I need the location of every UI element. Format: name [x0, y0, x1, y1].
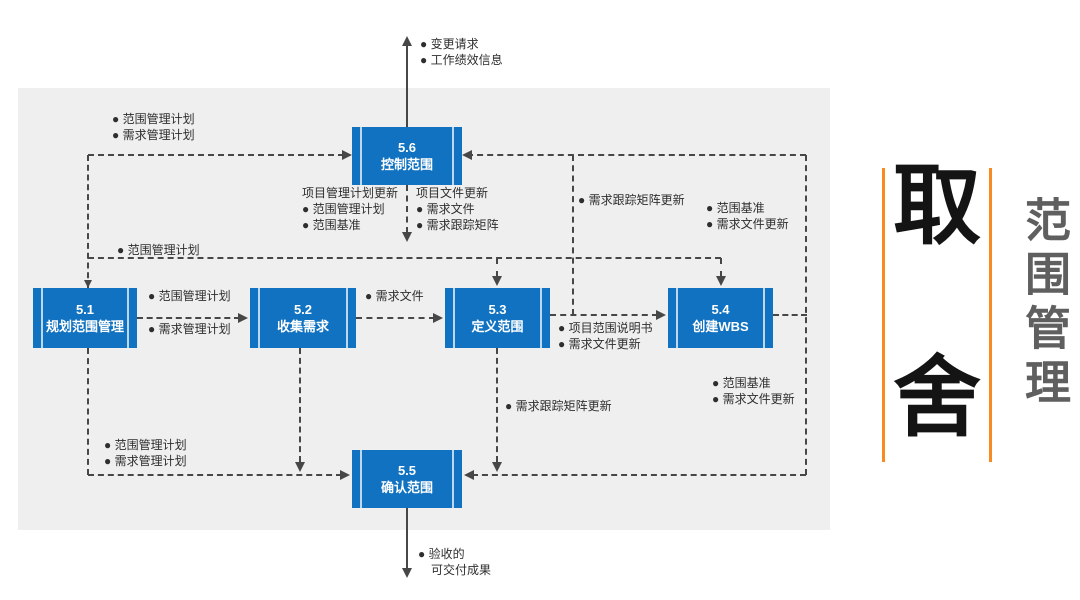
- vertical-title-scope-management: 范围管理: [1019, 196, 1071, 412]
- arrowhead-56-output: [402, 232, 412, 242]
- label-baseline-top: ● 范围基准 ● 需求文件更新: [706, 201, 789, 231]
- process-code: 5.2: [293, 302, 313, 317]
- connector-right-vertical: [805, 155, 807, 475]
- label-52-53: ● 需求文件: [365, 289, 424, 303]
- connector-into-55-right: [472, 474, 806, 476]
- process-box-5-4: 5.4 创建WBS: [668, 288, 773, 348]
- arrowhead-into-55-left: [340, 470, 350, 480]
- process-box-5-1: 5.1 规划范围管理: [33, 288, 137, 348]
- arrowhead-into-56-left: [342, 150, 352, 160]
- process-code: 5.5: [397, 463, 417, 478]
- label-53-outputs: ● 项目范围说明书 ● 需求文件更新: [558, 321, 653, 351]
- arrowhead-into-55-right: [464, 470, 474, 480]
- process-code: 5.3: [488, 302, 507, 317]
- label-inputs-to-55: ● 范围管理计划 ● 需求管理计划: [104, 438, 187, 468]
- label-inputs-to-56: ● 范围管理计划 ● 需求管理计划: [112, 112, 195, 142]
- arrowhead-into-54: [656, 310, 666, 320]
- label-rtm-update-bottom: ● 需求跟踪矩阵更新: [505, 399, 612, 413]
- label-doc-updates: 项目文件更新 ● 需求文件 ● 需求跟踪矩阵: [416, 186, 499, 232]
- process-box-5-6: 5.6 控制范围: [352, 127, 462, 185]
- connector-51-vertical-down: [87, 348, 89, 475]
- process-name: 创建WBS: [692, 319, 749, 334]
- label-top-outputs: ● 变更请求 ● 工作绩效信息: [420, 37, 503, 67]
- arrowhead-into-51-top: [84, 280, 92, 288]
- connector-56-output-down: [406, 185, 408, 233]
- arrowhead-into-54-top: [716, 276, 726, 286]
- label-scope-plan-line: ● 范围管理计划: [117, 243, 200, 257]
- connector-53-up-to-56: [572, 155, 574, 315]
- process-code: 5.1: [75, 302, 95, 317]
- connector-scope-plan-line: [88, 257, 721, 259]
- arrowhead-into-53-top: [492, 276, 502, 286]
- process-name: 控制范围: [380, 157, 433, 172]
- box-stripe: [763, 288, 765, 348]
- arrowhead-into-56-right: [462, 150, 472, 160]
- label-accepted-deliverables: ● 验收的 可交付成果: [418, 547, 492, 577]
- connector-53-down: [496, 348, 498, 462]
- big-char-qu: 取: [892, 156, 981, 255]
- box-stripe: [540, 288, 542, 348]
- connector-into-56-right: [467, 154, 806, 156]
- orange-divider-left: [882, 168, 885, 462]
- box-stripe: [452, 450, 454, 508]
- box-stripe: [360, 127, 362, 185]
- process-name: 定义范围: [471, 319, 524, 334]
- arrowhead-top-output: [402, 36, 412, 46]
- box-stripe: [41, 288, 43, 348]
- process-box-5-5: 5.5 确认范围: [352, 450, 462, 508]
- big-char-she: 舍: [892, 348, 981, 447]
- label-51-52-below: ● 需求管理计划: [148, 322, 231, 336]
- arrowhead-bottom-output: [402, 568, 412, 578]
- connector-into-55-left: [88, 474, 342, 476]
- box-stripe: [452, 127, 454, 185]
- label-pm-plan-updates: 项目管理计划更新 ● 范围管理计划 ● 范围基准: [302, 186, 399, 232]
- connector-54-right: [773, 314, 807, 316]
- connector-52-down: [299, 348, 301, 462]
- connector-51-vertical-up: [87, 155, 89, 288]
- connector-51-to-52: [137, 317, 240, 319]
- box-stripe: [127, 288, 129, 348]
- arrowhead-53-down: [492, 462, 502, 472]
- connector-55-to-bottom: [406, 508, 408, 570]
- connector-53-to-54: [550, 314, 658, 316]
- process-code: 5.6: [397, 140, 417, 155]
- connector-drop-into-54: [720, 258, 722, 277]
- box-stripe: [360, 450, 362, 508]
- arrowhead-into-52: [238, 313, 248, 323]
- process-name: 确认范围: [380, 480, 433, 495]
- box-stripe: [346, 288, 348, 348]
- box-stripe: [258, 288, 260, 348]
- connector-52-to-53: [356, 317, 435, 319]
- process-box-5-2: 5.2 收集需求: [250, 288, 356, 348]
- connector-drop-into-53: [496, 258, 498, 277]
- process-name: 规划范围管理: [45, 319, 124, 334]
- connector-56-to-top: [406, 44, 408, 128]
- orange-divider-right: [989, 168, 992, 462]
- process-code: 5.4: [711, 302, 730, 317]
- box-stripe: [676, 288, 678, 348]
- label-rtm-update-top: ● 需求跟踪矩阵更新: [578, 193, 685, 207]
- box-stripe: [453, 288, 455, 348]
- connector-into-56-left: [88, 154, 344, 156]
- arrowhead-52-down: [295, 462, 305, 472]
- label-baseline-bottom: ● 范围基准 ● 需求文件更新: [712, 376, 795, 406]
- process-box-5-3: 5.3 定义范围: [445, 288, 550, 348]
- label-51-52-above: ● 范围管理计划: [148, 289, 231, 303]
- process-name: 收集需求: [276, 319, 329, 334]
- arrowhead-into-53: [433, 313, 443, 323]
